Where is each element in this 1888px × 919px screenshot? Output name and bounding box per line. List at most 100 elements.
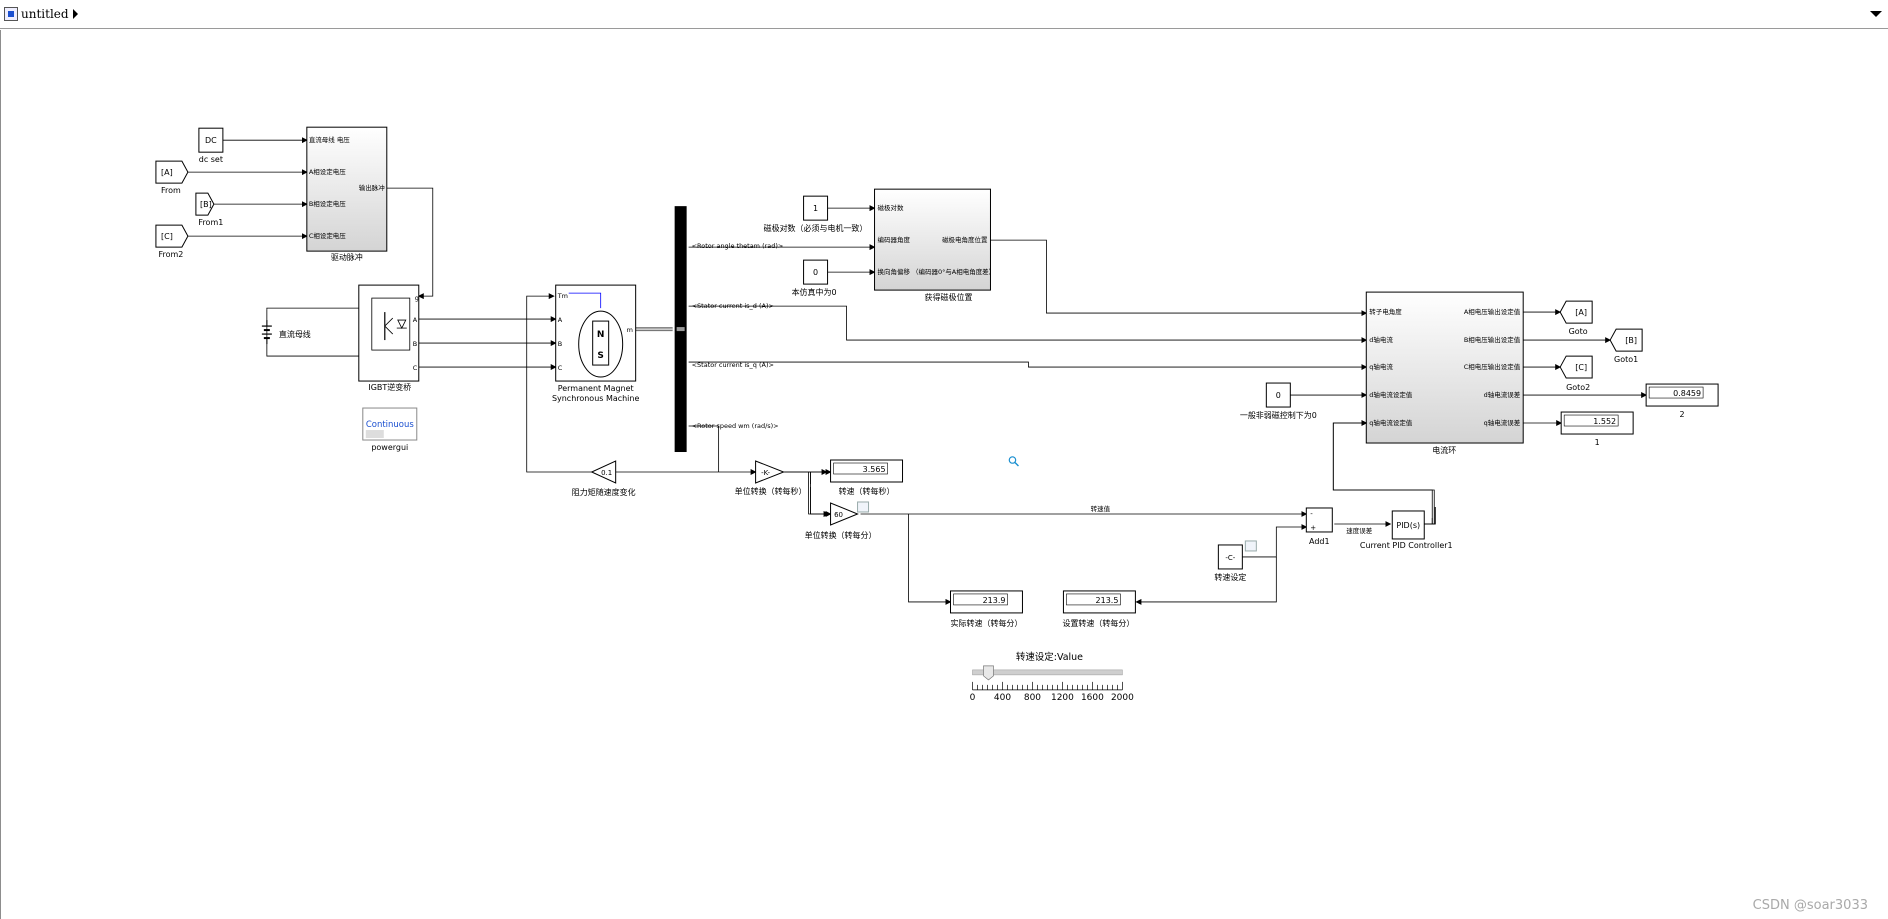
d-current-setpoint-value: 0 [1276,391,1281,400]
pole-pairs-constant[interactable]: 1 磁极对数（必须与电机一致） [764,195,868,233]
svg-text:+: + [1310,524,1316,532]
goto-block[interactable]: [A] Goto [1559,300,1593,336]
goto2-block[interactable]: [C] Goto2 [1559,355,1593,392]
bus-signal-iq: <Stator current is_q (A)> [692,361,774,369]
k-gain-label: 单位转换（转每秒） [735,486,807,496]
torque-gain-label: 阻力矩随速度变化 [572,487,636,497]
current-loop-subsystem[interactable]: 转子电角度 d轴电流 q轴电流 d轴电流设定值 q轴电流设定值 A相电压输出设定… [1365,291,1524,455]
breadcrumb-arrow-icon[interactable] [73,9,78,19]
current-port-in5: q轴电流设定值 [1369,418,1413,427]
gain-60-block[interactable]: 60 单位转换（转每分） [805,501,877,540]
current-port-in1: 转子电角度 [1369,307,1402,316]
offset-constant[interactable]: 0 本仿真中为0 [792,259,837,297]
slider-track[interactable] [972,669,1123,676]
driver-port-in2: A相设定电压 [309,167,346,176]
rps-display[interactable]: 3.565 转速（转每秒） [830,459,904,496]
pmsm-port-a: A [558,316,563,324]
offset-value: 0 [813,268,818,277]
model-icon[interactable] [4,7,18,21]
d-error-label: 2 [1680,410,1685,419]
set-speed-label: 设置转速（转每分） [1062,618,1134,628]
pmsm-port-c: C [558,364,563,372]
bus-selector-bar[interactable]: <Rotor angle thetam (rad)> <Stator curre… [674,206,784,453]
q-error-display[interactable]: 1.552 1 [1560,411,1634,447]
driver-pulse-subsystem[interactable]: 直流母线 电压 A相设定电压 B相设定电压 C相设定电压 输出脉冲 驱动脉冲 [306,126,388,262]
driver-port-out: 输出脉冲 [359,183,385,192]
current-port-out2: B相电压输出设定值 [1464,335,1521,344]
goto1-block[interactable]: [B] Goto1 [1609,328,1643,364]
powergui-block[interactable]: Continuous powergui [362,407,418,452]
d-error-value: 0.8459 [1673,389,1701,398]
goto1-label: Goto1 [1614,355,1638,364]
pmsm-rotor-s: S [597,351,603,361]
k-gain-block[interactable]: -K- 单位转换（转每秒） [735,460,807,496]
current-port-out3: C相电压输出设定值 [1464,362,1521,371]
from-label: From [161,186,181,195]
add1-label: Add1 [1309,537,1330,546]
set-speed-display[interactable]: 213.5 设置转速（转每分） [1062,590,1136,628]
slider-thumb[interactable] [983,665,994,681]
from1-block[interactable]: [B] From1 [195,192,223,227]
dc-set-label: dc set [199,155,223,164]
igbt-port-a: A [413,316,418,324]
igbt-port-b: B [413,340,417,348]
torque-gain-block[interactable]: 0.1 阻力矩随速度变化 [572,460,636,497]
current-port-in3: q轴电流 [1369,362,1393,371]
actual-speed-display[interactable]: 213.9 实际转速（转每分） [949,590,1023,628]
q-error-label: 1 [1595,438,1600,447]
dc-bus-battery[interactable]: 直流母线 [261,320,311,345]
from-block[interactable]: [A] From [155,160,189,195]
pmsm-rotor-n: N [597,330,605,340]
model-canvas[interactable]: DC dc set [A] From [B] From1 [C] From2 直… [0,30,1888,919]
from1-tag: [B] [200,200,212,209]
speed-setpoint-constant[interactable]: -C- 转速设定 [1214,540,1257,582]
slider-tick-label: 400 [994,693,1011,703]
actual-speed-label: 实际转速（转每分） [951,618,1023,628]
slider-title: 转速设定:Value [1016,651,1083,663]
rps-label: 转速（转每秒） [839,486,895,496]
bus-signal-theta: <Rotor angle thetam (rad)> [692,242,784,250]
watermark: CSDN @soar3033 [1752,898,1868,913]
dropdown-arrow-icon[interactable] [1870,11,1882,17]
pos-port-in3: 换向角偏移 （编码器0°与A相电角度差） [878,267,996,276]
igbt-port-g: g [415,294,419,302]
pmsm-label-line2: Synchronous Machine [552,394,640,403]
igbt-port-c: C [413,364,418,372]
slider-tick-label: 1200 [1051,693,1074,703]
pid-controller-block[interactable]: PID(s) Current PID Controller1 [1360,510,1453,550]
slider-tick-label: 800 [1024,693,1041,703]
gain-60-label: 单位转换（转每分） [805,530,877,540]
dc-set-block[interactable]: DC dc set [198,127,224,164]
goto1-tag: [B] [1625,336,1637,345]
pmsm-port-b: B [558,340,562,348]
from2-block[interactable]: [C] From2 [155,224,189,259]
dc-bus-label: 直流母线 [279,329,311,339]
add1-sum-block[interactable]: - + Add1 [1305,507,1333,546]
d-error-display[interactable]: 0.8459 2 [1645,383,1719,419]
powergui-mode-text: Continuous [366,420,414,430]
pos-port-in2: 编码器角度 [878,235,911,244]
model-toolbar: untitled [0,0,1888,29]
speed-value-signal-label: 转速值 [1091,504,1111,513]
q-error-value: 1.552 [1593,417,1616,426]
current-port-out1: A相电压输出设定值 [1464,307,1521,316]
igbt-inverter-bridge[interactable]: g A B C IGBT逆变桥 [358,284,420,392]
driver-port-in1: 直流母线 电压 [309,135,350,144]
d-current-setpoint-constant[interactable]: 0 一般非弱磁控制下为0 [1240,382,1317,420]
igbt-label: IGBT逆变桥 [368,382,411,392]
slider-tick-label: 2000 [1111,693,1134,703]
pmsm-port-m: m [627,326,633,334]
magnet-position-subsystem[interactable]: 磁极对数 编码器角度 换向角偏移 （编码器0°与A相电角度差） 磁极电角度位置 … [874,188,996,302]
actual-speed-value: 213.9 [983,596,1006,605]
k-gain-value: -K- [761,469,770,477]
speed-setpoint-value: -C- [1225,554,1235,562]
model-breadcrumb[interactable]: untitled [21,7,69,21]
from-tag: [A] [161,168,173,177]
driver-port-in3: B相设定电压 [309,199,346,208]
powergui-label: powergui [371,443,408,452]
dc-set-text: DC [205,136,217,145]
pmsm-machine-block[interactable]: Tm A B C m N S Permanent Magnet Synchron… [552,284,640,403]
current-port-out5: q轴电流误差 [1484,418,1521,427]
bus-signal-wm: <Rotor speed wm (rad/s)> [692,422,779,430]
